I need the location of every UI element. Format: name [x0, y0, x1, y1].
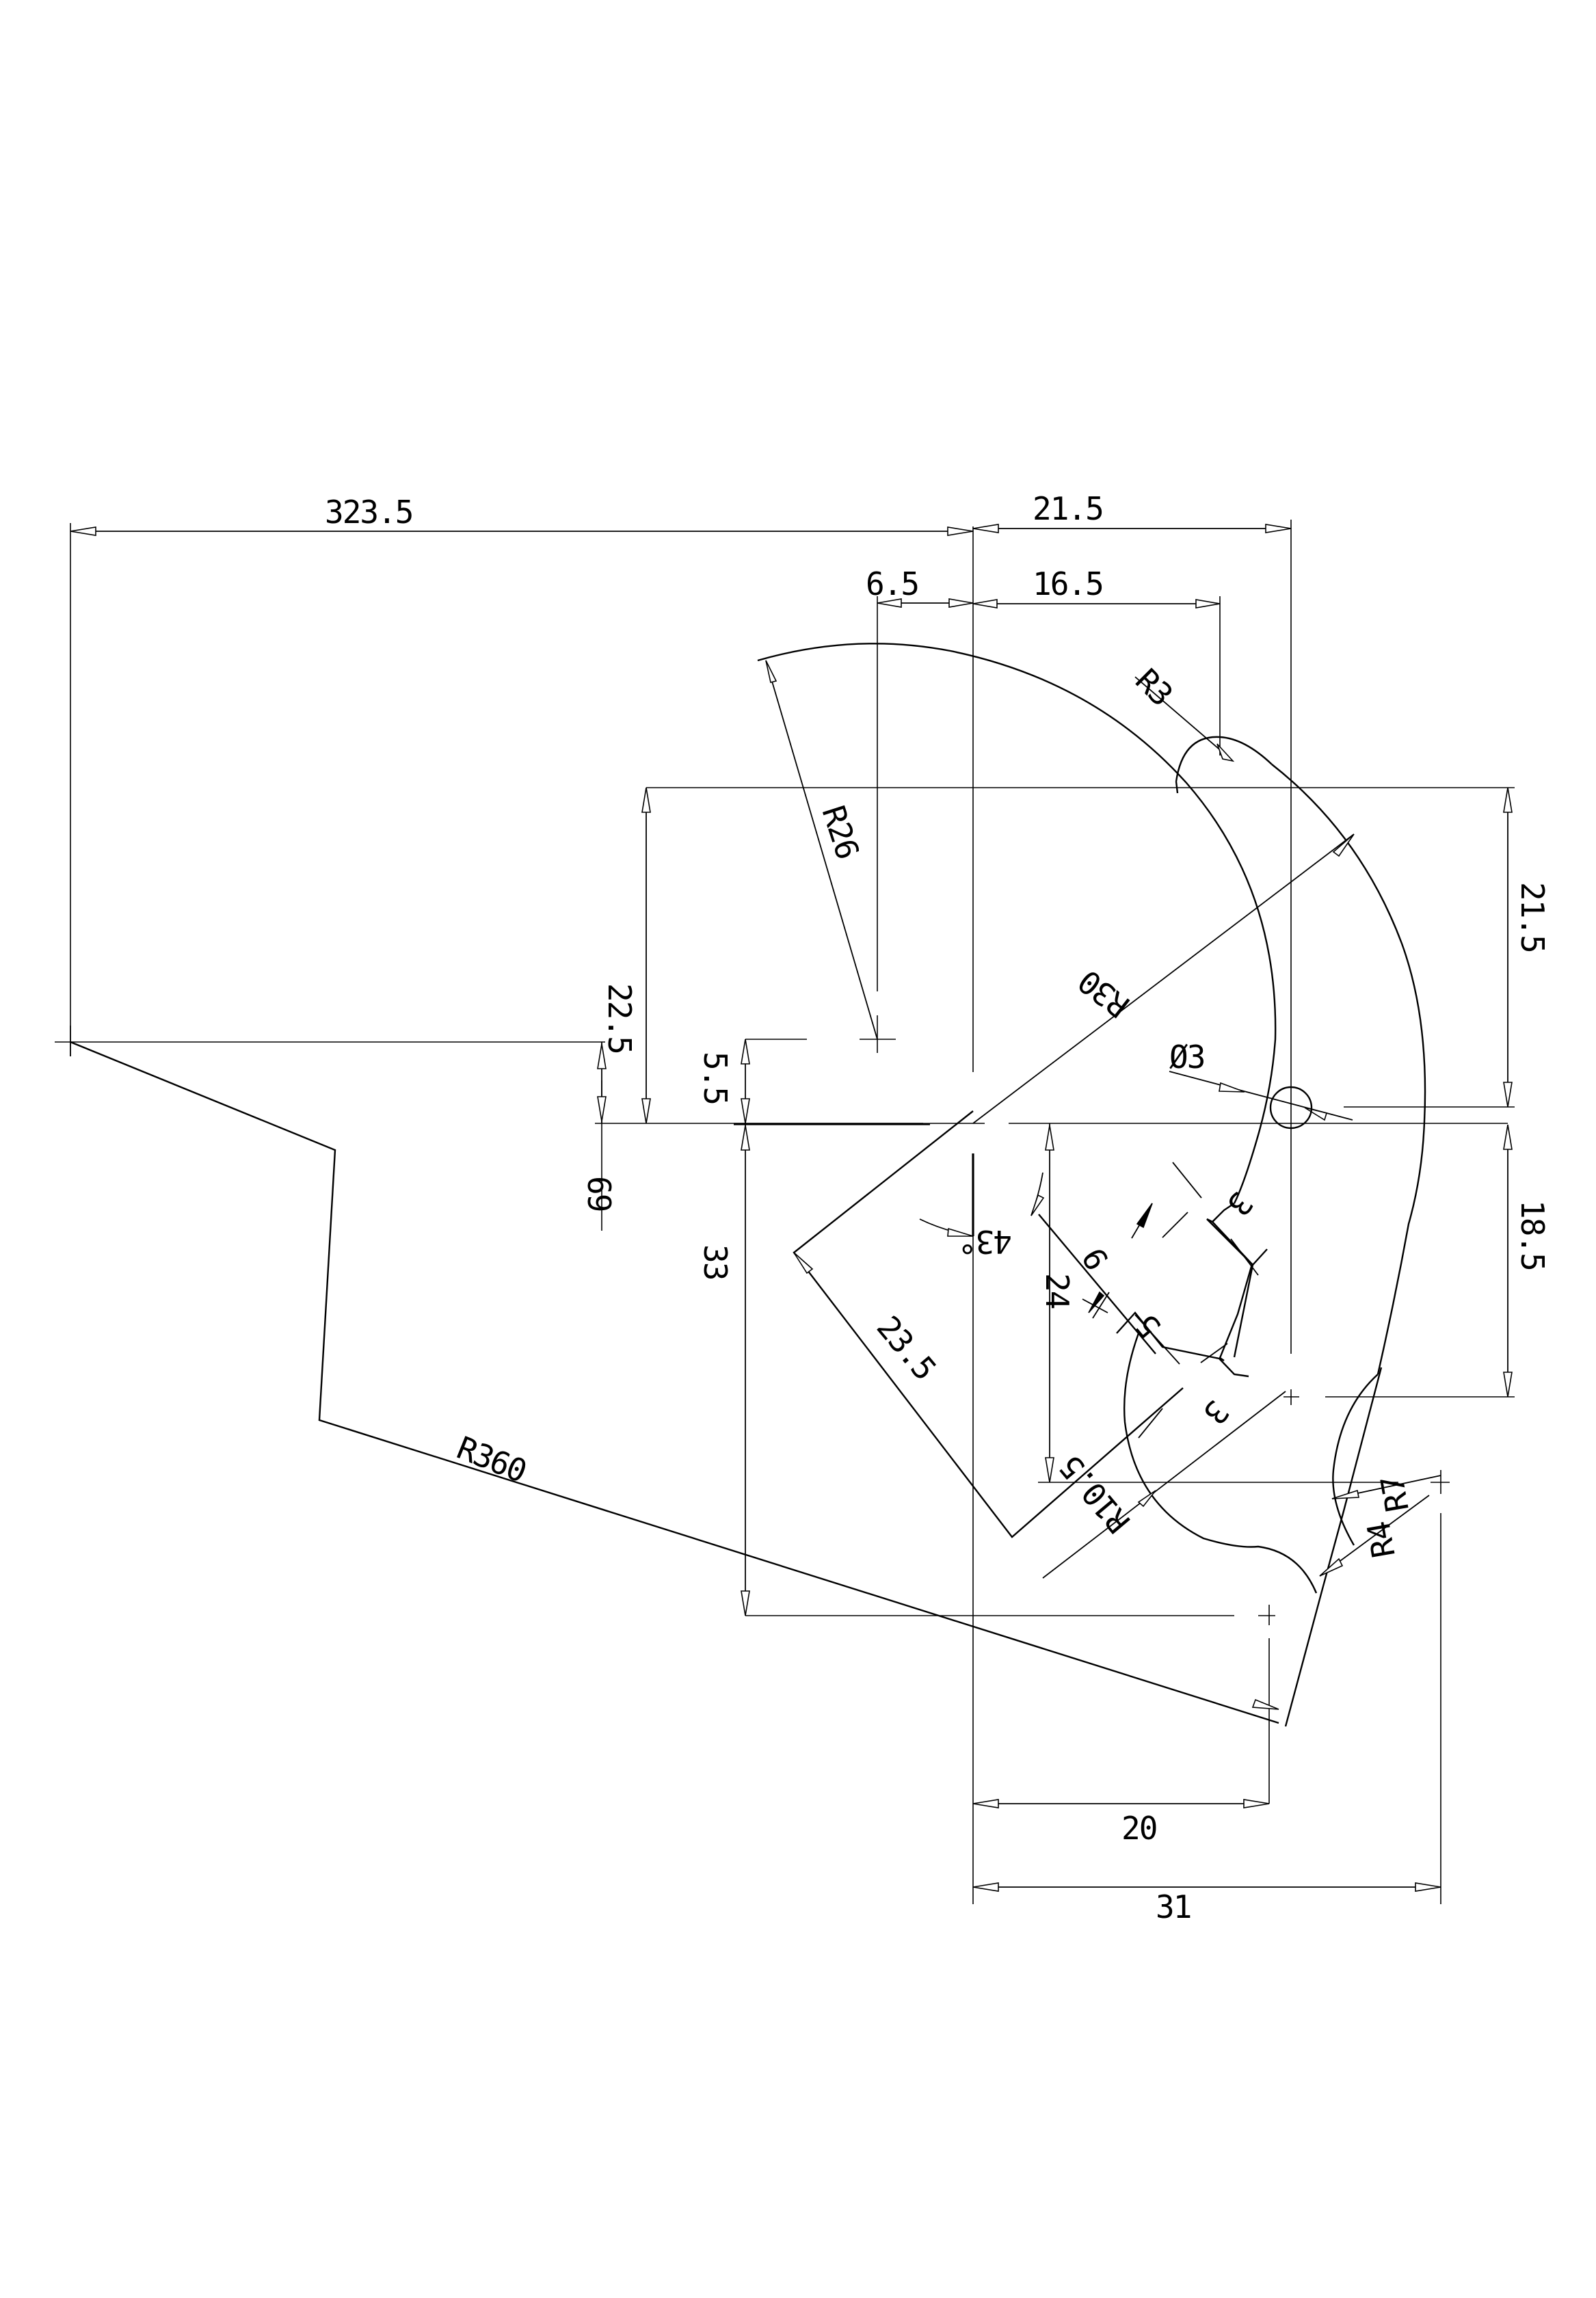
slot-right-edge — [1206, 1218, 1253, 1361]
slot-step-lower — [1116, 1311, 1249, 1378]
rotated-rect-outline — [793, 1110, 1184, 1538]
label-23-5: 23.5 — [870, 1309, 943, 1386]
leader-r26 — [765, 660, 878, 1040]
label-323-5: 323.5 — [325, 494, 412, 531]
slot-top-join — [1212, 1203, 1235, 1223]
arrow-43 — [947, 1227, 974, 1237]
arrow-r7 — [1331, 1489, 1359, 1499]
rotated-rect-inner-edge — [1038, 1214, 1156, 1354]
arrow-r3 — [1216, 743, 1235, 762]
arrow-21-5-right-bottom — [1503, 1082, 1513, 1108]
arrow-phi3-right — [1304, 1107, 1328, 1121]
arrow-21-5-right-top — [1503, 787, 1513, 813]
arrow-69-top — [597, 1043, 607, 1069]
arrow-angle-24-top — [1030, 1194, 1045, 1216]
arrow-6-5-right — [948, 598, 974, 608]
arrow-6-5-left — [877, 598, 902, 608]
arrow-24-bottom — [1045, 1457, 1054, 1483]
dimension-lines — [70, 524, 1513, 1892]
arrow-22-5-bottom — [641, 1098, 651, 1124]
label-phi3: Ø3 — [1169, 1039, 1204, 1075]
leader-3-lower-b — [1138, 1408, 1163, 1439]
arrow-31-left — [972, 1882, 999, 1892]
label-69: 69 — [581, 1176, 617, 1211]
arrow-5-5-top — [741, 1039, 750, 1065]
label-16-5: 16.5 — [1033, 565, 1103, 602]
label-5-5: 5.5 — [697, 1052, 734, 1104]
r7-arc — [1332, 1374, 1379, 1546]
arrow-16-5-left — [972, 599, 998, 609]
leader-3-upper-a — [1172, 1162, 1202, 1199]
arrow-r4 — [1319, 1558, 1344, 1577]
arrow-33-top — [741, 1125, 750, 1151]
r26-arc — [757, 643, 1277, 1204]
label-3-lower: 3 — [1197, 1393, 1236, 1430]
ext-line-9-top — [1162, 1212, 1188, 1238]
label-9: 9 — [1076, 1242, 1117, 1276]
arrow-5-5-bottom — [741, 1098, 750, 1124]
arrow-9-bottom — [1088, 1291, 1105, 1313]
label-31: 31 — [1156, 1888, 1191, 1925]
left-profile-polyline — [70, 1041, 1279, 1724]
arrow-phi3-left — [1219, 1082, 1245, 1093]
arrow-69-bottom — [597, 1096, 607, 1122]
leader-3-lower-a — [1200, 1343, 1228, 1363]
label-22-5: 22.5 — [601, 983, 638, 1054]
arrow-20-left — [972, 1799, 999, 1808]
arrow-21-5-right — [1265, 524, 1292, 533]
label-r4: R4 — [1360, 1519, 1402, 1560]
arrow-r26 — [765, 660, 777, 683]
reference-lines — [55, 520, 1515, 1904]
dimension-labels: 323.5 21.5 6.5 16.5 20 31 22.5 5.5 69 33… — [325, 490, 1551, 1925]
leader-r10-5 — [1042, 1391, 1286, 1579]
label-21-5-right: 21.5 — [1514, 882, 1551, 952]
slot-step-upper — [1212, 1221, 1268, 1266]
arrow-24-top — [1045, 1125, 1054, 1151]
leader-5 — [1134, 1314, 1180, 1365]
arrow-22-5-top — [641, 787, 651, 813]
arrow-20-right — [1243, 1799, 1270, 1808]
arrow-r30 — [1332, 833, 1355, 857]
label-6-5: 6.5 — [866, 565, 918, 602]
label-33: 33 — [697, 1244, 734, 1279]
label-r360: R360 — [452, 1429, 531, 1490]
arrow-323-5-right — [947, 526, 974, 536]
right-lower-edge — [1284, 1367, 1383, 1727]
part-outline — [70, 643, 1426, 1727]
label-r10-5: R10.5 — [1052, 1449, 1137, 1540]
label-43-deg: 43° — [959, 1223, 1012, 1260]
leader-r3 — [1134, 676, 1234, 762]
dim-line-9-bottom — [1092, 1292, 1110, 1319]
arrow-9-top — [1136, 1203, 1153, 1229]
arrow-r360 — [1251, 1698, 1279, 1710]
leader-r30 — [972, 833, 1355, 1124]
label-21-5-top: 21.5 — [1033, 490, 1103, 527]
r30-outer-arc — [1271, 764, 1426, 1375]
label-20: 20 — [1121, 1810, 1156, 1847]
arrow-16-5-right — [1195, 599, 1221, 609]
arrow-31-right — [1415, 1882, 1441, 1892]
arrow-323-5-left — [70, 526, 96, 536]
r3-arc — [1175, 736, 1273, 782]
hole-phi3 — [1269, 1086, 1313, 1130]
leader-3-upper-b — [1230, 1238, 1259, 1276]
arrow-r10-5 — [1137, 1490, 1156, 1508]
label-r7: R7 — [1374, 1473, 1416, 1514]
label-r30: R30 — [1072, 963, 1136, 1025]
arrow-23-5-top — [793, 1252, 814, 1274]
r10-5-arc — [1123, 1333, 1318, 1594]
label-24: 24 — [1039, 1273, 1076, 1309]
label-18-5: 18.5 — [1514, 1200, 1551, 1270]
slot-vertical-edge — [1233, 1264, 1254, 1358]
arrow-33-bottom — [741, 1590, 750, 1616]
arrow-18-5-bottom — [1503, 1372, 1513, 1398]
label-r3: R3 — [1128, 662, 1180, 713]
arrow-18-5-top — [1503, 1124, 1513, 1150]
arrow-21-5-left — [972, 524, 999, 533]
r3-arc-tail — [1175, 781, 1179, 794]
